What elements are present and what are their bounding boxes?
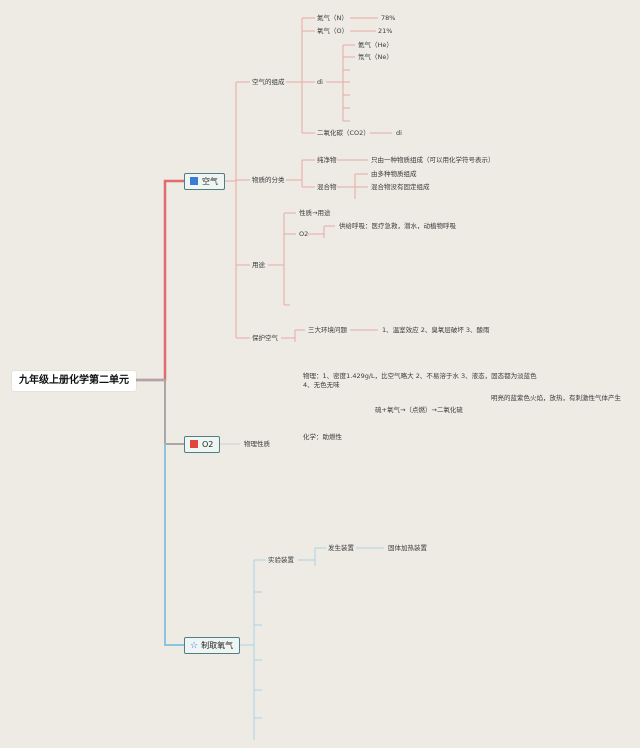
red-square-icon [190, 440, 198, 448]
oxygen-respiration-use[interactable]: 供给呼吸：医疗急救，潜水，动植物呼吸 [339, 222, 456, 230]
property-to-use[interactable]: 性质→用途 [299, 209, 331, 217]
topic-prepare-oxygen-label: 制取氧气 [201, 641, 234, 650]
helium[interactable]: 氦气（He） [358, 41, 393, 49]
carbon-dioxide-note[interactable]: di [396, 129, 402, 137]
mixture[interactable]: 混合物 [317, 183, 337, 191]
topic-air-label: 空气 [202, 177, 218, 186]
physical-property-detail-1[interactable]: 物理：1、密度1.429g/L，比空气略大 2、不易溶于水 3、液态，固态都为淡… [303, 372, 537, 380]
pure-substance-definition[interactable]: 只由一种物质组成（可以用化学符号表示） [371, 156, 495, 164]
oxygen-percent[interactable]: 21% [378, 27, 393, 35]
star-icon: ☆ [190, 641, 199, 651]
oxygen[interactable]: 氧气（O） [317, 27, 349, 35]
physical-properties[interactable]: 物理性质 [244, 440, 270, 448]
root-topic[interactable]: 九年级上册化学第二单元 [12, 371, 136, 391]
sulfur-combustion-phenomenon[interactable]: 明亮的蓝紫色火焰，放热，有刺激性气体产生 [491, 394, 621, 402]
mixture-definition-2[interactable]: 混合物没有固定组成 [371, 183, 430, 191]
mixture-definition-1[interactable]: 由多种物质组成 [371, 170, 417, 178]
topic-oxygen-label: O2 [202, 440, 214, 449]
matter-classification[interactable]: 物质的分类 [252, 176, 285, 184]
topic-oxygen[interactable]: O2 [184, 436, 221, 453]
pure-substance[interactable]: 纯净物 [317, 156, 337, 164]
topic-prepare-oxygen[interactable]: ☆制取氧气 [184, 637, 241, 654]
neon[interactable]: 氖气（Ne） [358, 53, 393, 61]
chemical-property[interactable]: 化学：助燃性 [303, 433, 342, 441]
environmental-issues-list[interactable]: 1、温室效应 2、臭氧层破坏 3、酸雨 [382, 326, 490, 334]
solid-heating-apparatus[interactable]: 固体加热装置 [388, 544, 427, 552]
air-subtree-links [223, 17, 392, 342]
experiment-apparatus[interactable]: 实验装置 [268, 556, 294, 564]
air-composition[interactable]: 空气的组成 [252, 78, 285, 86]
nitrogen[interactable]: 氮气（N） [317, 14, 348, 22]
nitrogen-percent[interactable]: 78% [381, 14, 396, 22]
protect-air[interactable]: 保护空气 [252, 334, 278, 342]
air-uses[interactable]: 用途 [252, 261, 265, 269]
link-root-o2 [136, 379, 184, 445]
sulfur-combustion-equation[interactable]: 硫+氧气→（点燃）→二氧化硫 [375, 406, 463, 414]
generator-apparatus[interactable]: 发生装置 [328, 544, 354, 552]
carbon-dioxide[interactable]: 二氧化碳（CO2） [317, 129, 370, 137]
link-root-air [136, 179, 184, 382]
physical-property-detail-2[interactable]: 4、无色无味 [303, 381, 340, 389]
uses-oxygen[interactable]: O2 [299, 230, 309, 238]
topic-air[interactable]: 空气 [184, 173, 225, 190]
rare-gases[interactable]: di [317, 78, 323, 86]
blue-square-icon [190, 177, 198, 185]
prep-subtree-links [226, 547, 384, 740]
link-root-prep [164, 444, 184, 646]
three-environmental-issues[interactable]: 三大环境问题 [308, 326, 347, 334]
